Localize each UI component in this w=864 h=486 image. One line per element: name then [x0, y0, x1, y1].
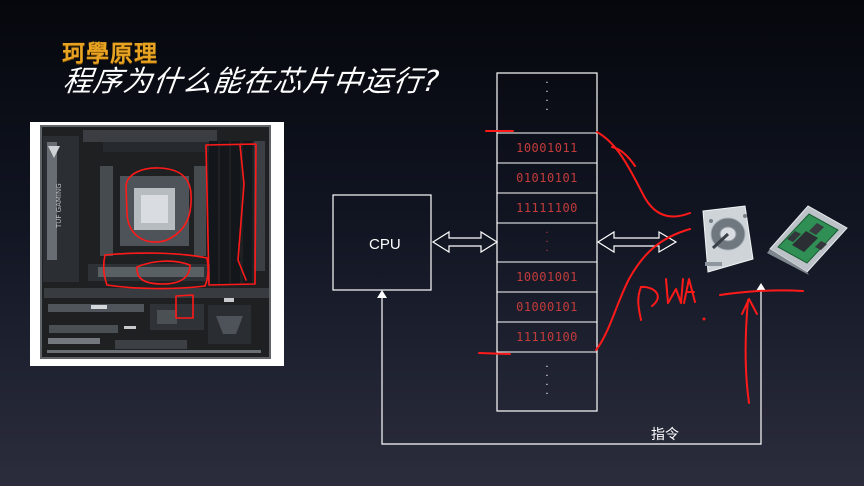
- cpu-label: CPU: [369, 236, 401, 253]
- memory-middle-dots: ···: [545, 228, 549, 257]
- page-title: 程序为什么能在芯片中运行?: [61, 64, 442, 98]
- instruction-label: 指令: [651, 427, 679, 443]
- memory-cell-2: 01010101: [516, 171, 578, 185]
- memory-cell-3: 11111100: [516, 201, 578, 215]
- memory-cell-4: 10001001: [516, 270, 578, 284]
- ssd-icon: [764, 201, 850, 275]
- svg-text:TUF GAMING: TUF GAMING: [55, 183, 63, 229]
- memory-top-dots: ····: [545, 78, 549, 116]
- memory-bottom-dots: ····: [545, 362, 549, 400]
- cpu-memory-arrow: [431, 230, 499, 254]
- memory-cell-1: 10001011: [516, 141, 578, 155]
- memory-cell-5: 01000101: [516, 300, 578, 314]
- motherboard-photo: TUF GAMING: [30, 122, 284, 366]
- brand-title: 珂學原理: [62, 41, 158, 67]
- memory-cell-6: 11110100: [516, 330, 578, 344]
- hard-disk-icon: [695, 203, 755, 275]
- memory-disk-arrow: [596, 230, 678, 254]
